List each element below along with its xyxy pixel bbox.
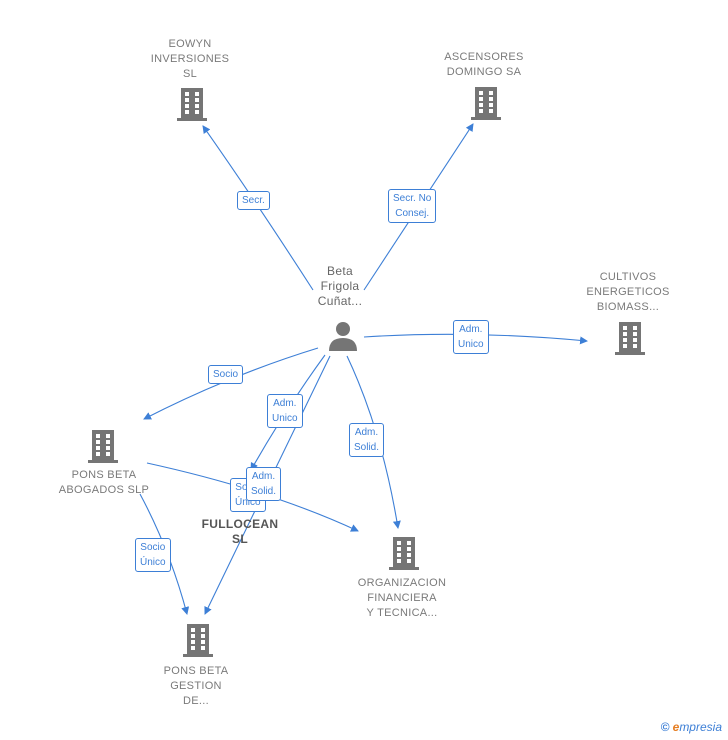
brand-logo-text: mpresia bbox=[679, 720, 722, 734]
brand-logo-e: e bbox=[672, 720, 680, 734]
node-label-pons-abogados[interactable]: PONS BETA ABOGADOS SLP bbox=[58, 469, 150, 496]
edge-label-secr-no-consej[interactable]: Secr. No Consej. bbox=[388, 189, 437, 223]
node-label-fullocean[interactable]: FULLOCEAN SL bbox=[201, 517, 279, 546]
node-label-eowyn[interactable]: EOWYN INVERSIONES SL bbox=[150, 38, 230, 80]
person-icon[interactable] bbox=[327, 320, 359, 352]
node-label-pons-gestion[interactable]: PONS BETA GESTION DE... bbox=[163, 665, 229, 707]
edge-label-secr[interactable]: Secr. bbox=[237, 191, 270, 210]
building-icon[interactable] bbox=[614, 320, 646, 356]
building-icon[interactable] bbox=[388, 535, 420, 571]
building-icon[interactable] bbox=[176, 86, 208, 122]
building-icon[interactable] bbox=[182, 622, 214, 658]
edge-label-socio[interactable]: Socio bbox=[208, 365, 244, 384]
copyright-icon: © bbox=[660, 720, 670, 734]
building-icon[interactable] bbox=[87, 428, 119, 464]
building-icon[interactable] bbox=[470, 85, 502, 121]
node-label-cultivos[interactable]: CULTIVOS ENERGETICOS BIOMASS... bbox=[586, 271, 670, 313]
node-label-organizacion[interactable]: ORGANIZACION FINANCIERA Y TECNICA... bbox=[357, 577, 447, 619]
node-label-person[interactable]: Beta Frigola Cuñat... bbox=[317, 264, 363, 308]
edge-label-adm-solid-org[interactable]: Adm. Solid. bbox=[349, 423, 385, 457]
brand-footer: ©empresia bbox=[661, 720, 722, 734]
edge-label-adm-solid-gestion[interactable]: Adm. Solid. bbox=[246, 467, 282, 501]
edge-label-adm-unico-cultivos[interactable]: Adm. Unico bbox=[453, 320, 489, 354]
node-label-ascensores[interactable]: ASCENSORES DOMINGO SA bbox=[444, 51, 524, 78]
edge-label-socio-unico-gestion[interactable]: Socio Único bbox=[135, 538, 171, 572]
edge-label-adm-unico-fullocean[interactable]: Adm. Unico bbox=[267, 394, 303, 428]
